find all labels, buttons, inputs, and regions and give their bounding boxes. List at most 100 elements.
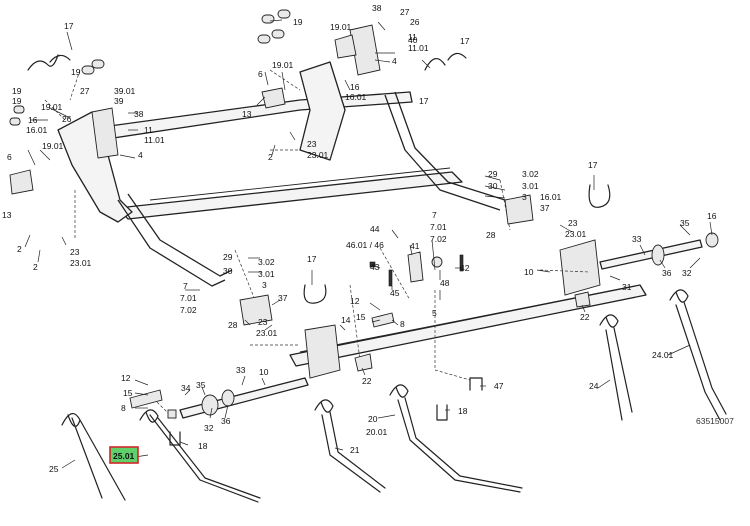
callout-23-01: 23.01 <box>307 150 329 160</box>
callout-11: 11 <box>408 32 417 42</box>
callout-13: 13 <box>242 109 252 119</box>
callout-8: 8 <box>400 319 405 329</box>
leader-lines <box>24 19 713 469</box>
callout-31: 31 <box>622 282 632 292</box>
callout-19-01: 19.01 <box>330 22 352 32</box>
callout-6: 6 <box>258 69 263 79</box>
callout-15: 15 <box>356 312 366 322</box>
callout-11-01: 11.01 <box>408 43 429 53</box>
callout-42: 42 <box>460 263 470 273</box>
tine-25 <box>61 413 126 501</box>
callout-36: 36 <box>221 416 231 426</box>
callout-4: 4 <box>392 56 397 66</box>
callout-47: 47 <box>494 381 504 391</box>
callout-8: 8 <box>121 403 126 413</box>
hardware-parts <box>9 9 719 446</box>
callout-26: 26 <box>410 17 420 27</box>
callout-30: 30 <box>223 266 233 276</box>
callout-12: 12 <box>121 373 131 383</box>
callout-7-01: 7.01 <box>430 222 447 232</box>
callout-36: 36 <box>662 268 672 278</box>
callout-22: 22 <box>580 312 590 322</box>
spring-tines <box>61 289 727 503</box>
callout-38: 38 <box>134 109 144 119</box>
callout-23-01: 23.01 <box>256 328 278 338</box>
callout-7: 7 <box>183 281 188 291</box>
callout-17: 17 <box>307 254 317 264</box>
callout-18: 18 <box>458 406 468 416</box>
highlight-label: 25.01 <box>113 451 135 461</box>
callout-5: 5 <box>432 308 437 318</box>
callout-18: 18 <box>198 441 208 451</box>
callout-19: 19 <box>12 96 22 106</box>
callout-40: 40 <box>408 35 418 45</box>
callout-3-02: 3.02 <box>258 257 275 267</box>
callout-14: 14 <box>341 315 351 325</box>
callout-7: 7 <box>432 210 437 220</box>
callout-23: 23 <box>568 218 578 228</box>
callout-3-01: 3.01 <box>258 269 275 279</box>
callout-38: 38 <box>372 3 382 13</box>
callout-39-01: 39.01 <box>114 86 136 96</box>
callout-4: 4 <box>138 150 143 160</box>
callout-23-01: 23.01 <box>565 229 587 239</box>
callout-43: 43 <box>370 262 380 272</box>
callout-48: 48 <box>440 278 450 288</box>
callout-46-01-46: 46.01 / 46 <box>346 240 384 250</box>
callout-21: 21 <box>350 445 360 455</box>
callout-6: 6 <box>7 152 12 162</box>
callout-19: 19 <box>293 17 303 27</box>
callout-3-01: 3.01 <box>522 181 539 191</box>
callout-17: 17 <box>588 160 598 170</box>
tine-25-01 <box>139 409 261 503</box>
highlighted-callout-25-01[interactable]: 25.01 <box>109 446 139 464</box>
callout-17: 17 <box>64 21 74 31</box>
callout-3: 3 <box>522 192 527 202</box>
callout-41: 41 <box>410 241 420 251</box>
callout-19: 19 <box>12 86 22 96</box>
callout-3: 3 <box>262 280 267 290</box>
callout-15: 15 <box>123 388 133 398</box>
callout-44: 44 <box>370 224 380 234</box>
callout-37: 37 <box>278 293 288 303</box>
callout-16: 16 <box>350 82 360 92</box>
callout-30: 30 <box>488 181 498 191</box>
callout-12: 12 <box>350 296 360 306</box>
highlight-box <box>109 446 139 464</box>
callout-2: 2 <box>33 262 38 272</box>
drawing-reference-number: 63515007 <box>696 416 734 426</box>
callout-2: 2 <box>268 152 273 162</box>
callout-34: 34 <box>181 383 191 393</box>
callout-27: 27 <box>400 7 410 17</box>
callout-16-01: 16.01 <box>540 192 562 202</box>
callout-25: 25 <box>49 464 59 474</box>
callout-33: 33 <box>632 234 642 244</box>
callout-39: 39 <box>114 96 124 106</box>
callout-19-01: 19.01 <box>42 141 64 151</box>
callout-10: 10 <box>259 367 269 377</box>
callout-32: 32 <box>204 423 214 433</box>
callout-26: 26 <box>62 114 72 124</box>
callout-28: 28 <box>486 230 496 240</box>
callout-19: 19 <box>71 67 81 77</box>
callout-24-01: 24.01 <box>652 350 674 360</box>
callout-32: 32 <box>682 268 692 278</box>
callout-2: 2 <box>17 244 22 254</box>
callout-37: 37 <box>540 203 550 213</box>
callout-35: 35 <box>680 218 690 228</box>
callout-27: 27 <box>80 86 90 96</box>
callout-7-02: 7.02 <box>430 234 447 244</box>
callout-11: 11 <box>144 125 153 135</box>
callout-7-02: 7.02 <box>180 305 197 315</box>
callout-23: 23 <box>258 317 268 327</box>
callout-45: 45 <box>390 288 400 298</box>
callout-23: 23 <box>70 247 80 257</box>
callout-22: 22 <box>362 376 372 386</box>
callout-16-01: 16.01 <box>26 125 48 135</box>
callout-16-01: 16.01 <box>345 92 367 102</box>
callout-23: 23 <box>307 139 317 149</box>
callout-23-01: 23.01 <box>70 258 92 268</box>
tine-24-01 <box>669 289 727 421</box>
tine-20 <box>389 384 523 493</box>
